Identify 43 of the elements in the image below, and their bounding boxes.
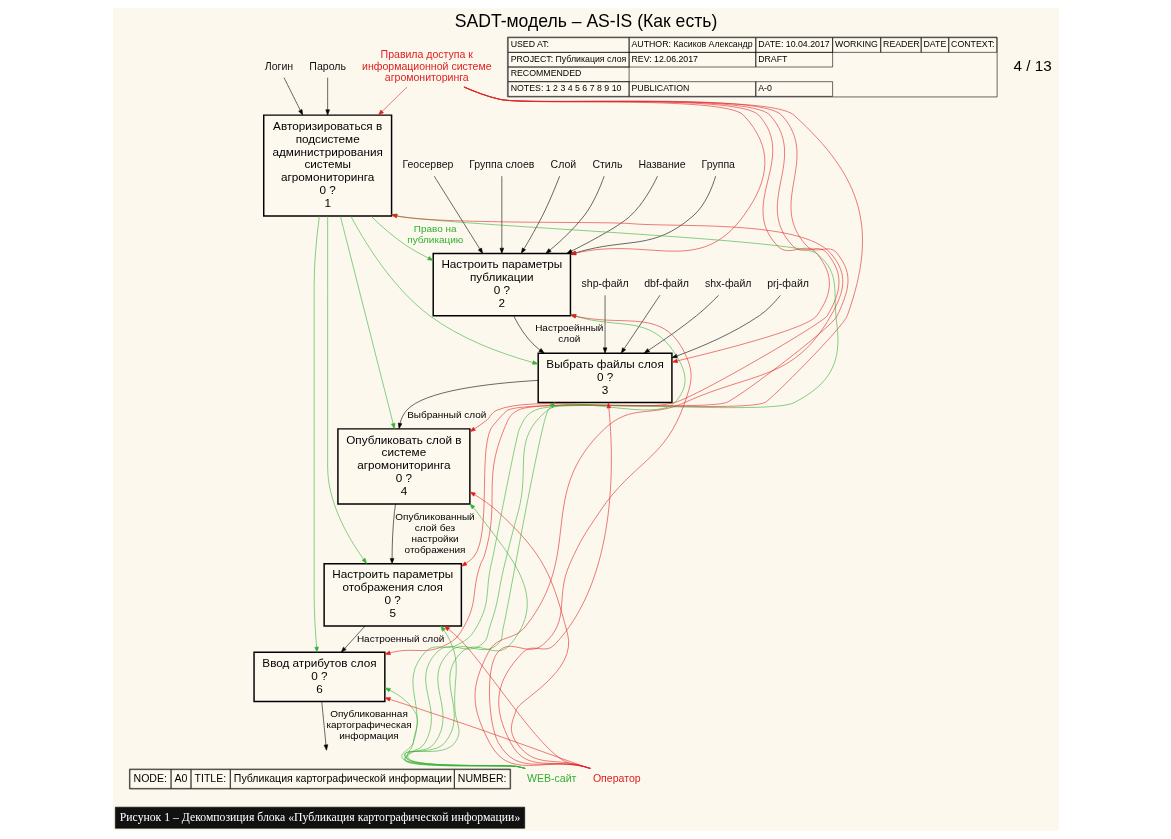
label: DRAFT — [757, 53, 787, 64]
label: READER — [882, 39, 920, 50]
label: AUTHOR: Касиков Александр — [630, 39, 753, 50]
label: NOTES: 1 2 3 4 5 6 7 8 9 10 — [510, 83, 621, 94]
label: PROJECT: Публикация слоя — [510, 53, 626, 64]
node-text: Группа — [701, 158, 735, 171]
node-text: Стиль — [591, 158, 622, 171]
label: A0 — [174, 771, 187, 784]
label: A-0 — [757, 83, 772, 94]
label: Публикация картографической информации — [233, 771, 452, 784]
label: REV: 12.06.2017 — [630, 53, 698, 64]
label: TITLE: — [194, 771, 226, 784]
diagram-title: SADT-модель – AS-IS (Как есть) — [454, 11, 717, 32]
node-text: dbf-файл — [643, 277, 689, 290]
node-text: Слой — [550, 158, 576, 171]
caption: Рисунок 1 – Декомпозиция блока «Публикация картографической информации» — [119, 810, 520, 824]
node-text: shx-файл — [704, 277, 751, 290]
node-text: Логин — [264, 59, 293, 72]
edge-label: Выбранный слой — [406, 409, 486, 421]
edge-label: Настроейнный слой — [534, 322, 603, 345]
node-text: WEB-сайт — [526, 771, 576, 784]
node-text: Оператор — [592, 771, 641, 784]
label: CONTEXT: — [950, 39, 995, 50]
label: NUMBER: — [457, 771, 506, 784]
label: RECOMMENDED — [510, 68, 581, 79]
label: DATE — [923, 39, 946, 50]
label: PUBLICATION — [630, 83, 689, 94]
label: USED AT: — [510, 39, 549, 50]
label: DATE: 10.04.2017 — [757, 39, 830, 50]
label: NODE: — [133, 771, 167, 784]
node-text: Пароль — [308, 59, 346, 72]
label: 4 / 13 — [1013, 56, 1052, 74]
edge-label: Право на публикацию — [406, 222, 463, 245]
label: WORKING — [834, 39, 878, 50]
edge-label: Опубликованная картографическая информация — [325, 708, 412, 742]
edge-label: Опубликованный слой без настройки отображения — [394, 510, 475, 555]
edge-label: Настроенный слой — [356, 632, 444, 644]
node-text: prj-файл — [766, 277, 809, 290]
node-text: shp-файл — [581, 277, 629, 290]
node-text: Название — [637, 158, 686, 171]
node-text: Правила доступа к информационной системе агромониторинга — [361, 47, 492, 84]
node-text: Группа слоев — [468, 158, 534, 171]
node-text: Геосервер — [401, 158, 453, 171]
